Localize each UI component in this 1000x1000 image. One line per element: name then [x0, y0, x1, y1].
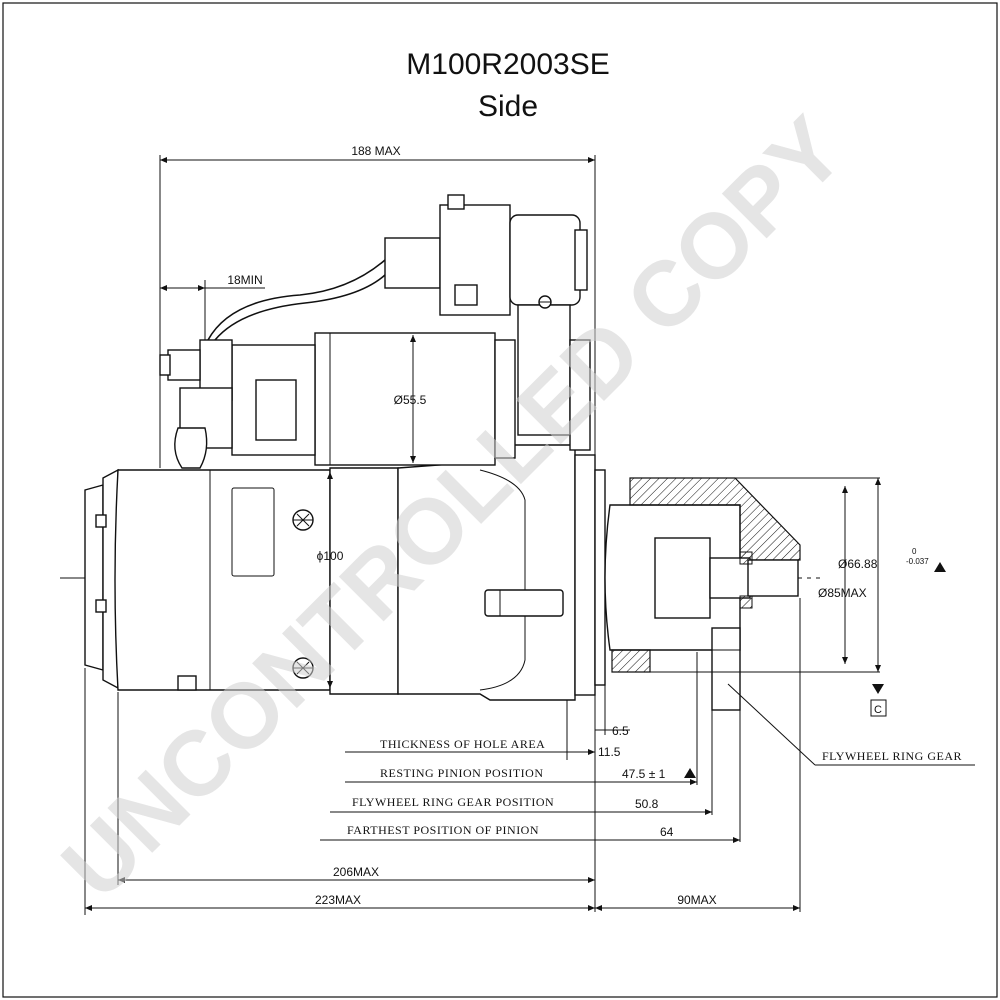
- dim-flange-dia: Ø66.88: [838, 557, 878, 571]
- label-resting-pinion: RESTING PINION POSITION: [380, 766, 544, 780]
- dim-farthest: 64: [660, 825, 674, 839]
- bolt-icon: [292, 509, 314, 531]
- dim-223max: 223MAX: [315, 893, 361, 907]
- dim-90max: 90MAX: [677, 893, 716, 907]
- datum-arrow-icon: [872, 684, 884, 694]
- dim-188max: 188 MAX: [351, 144, 400, 158]
- datum-triangle-icon: [934, 562, 946, 572]
- drawing-title: M100R2003SE: [406, 48, 609, 81]
- datum-box: [870, 699, 887, 717]
- solenoid: [159, 194, 591, 469]
- dim-flange-tol: -0.037: [906, 557, 929, 566]
- motor-body: [84, 444, 606, 701]
- pinion-assembly: [604, 477, 801, 711]
- datum-label: C: [874, 704, 882, 716]
- dim-flange-tol-top: 0: [912, 547, 917, 556]
- bolt-icon: [292, 657, 314, 679]
- dim-body-dia: ϕ100: [317, 549, 344, 563]
- dim-thickness: 11.5: [598, 745, 621, 759]
- label-flywheel-ring-gear: FLYWHEEL RING GEAR: [822, 749, 962, 763]
- dim-resting: 47.5 ± 1: [622, 767, 666, 781]
- dim-18min: 18MIN: [227, 273, 262, 287]
- dim-pilot-dia: Ø85MAX: [818, 586, 867, 600]
- label-thickness: THICKNESS OF HOLE AREA: [380, 737, 545, 751]
- dim-solenoid-dia: Ø55.5: [394, 393, 427, 407]
- dim-hole-thickness: 6.5: [612, 724, 629, 738]
- label-ring-gear-position: FLYWHEEL RING GEAR POSITION: [352, 795, 554, 809]
- tolerance-triangle-icon: [684, 768, 696, 778]
- dim-206max: 206MAX: [333, 865, 379, 879]
- drawing-subtitle: Side: [478, 90, 538, 123]
- dim-ring-gear: 50.8: [635, 797, 659, 811]
- label-farthest-pinion: FARTHEST POSITION OF PINION: [347, 823, 539, 837]
